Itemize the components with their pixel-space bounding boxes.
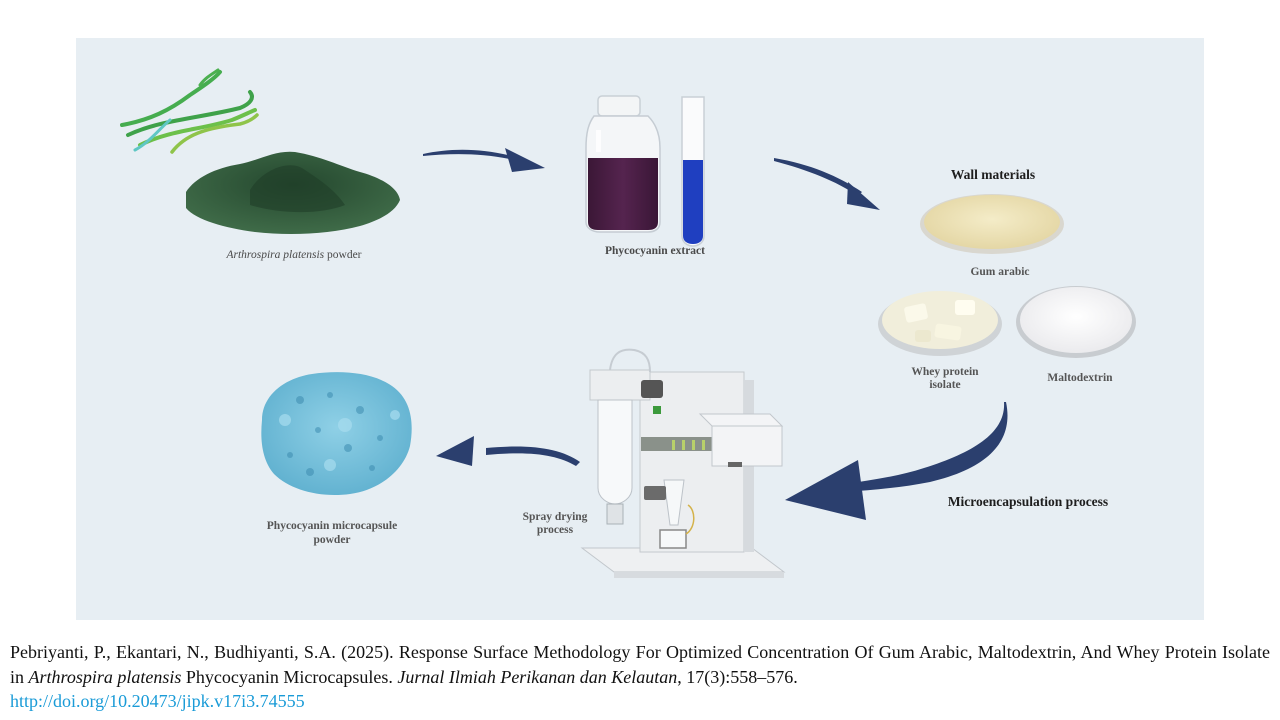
citation-volume-pages: , 17(3):558–576. bbox=[677, 666, 798, 687]
spray-dryer-icon bbox=[580, 348, 786, 578]
citation-title-end: Phycocyanin Microcapsules. bbox=[181, 666, 398, 687]
label-microencapsulation-process: Microencapsulation process bbox=[947, 494, 1109, 509]
citation-species: Arthrospira platensis bbox=[28, 666, 182, 687]
label-maltodextrin: Maltodextrin bbox=[1047, 372, 1113, 384]
arrow-to-microcapsule bbox=[436, 436, 580, 466]
gum-arabic-dish-icon bbox=[920, 194, 1064, 254]
doi-link[interactable]: http://doi.org/10.20473/jipk.v17i3.74555 bbox=[10, 691, 305, 711]
maltodextrin-dish-icon bbox=[1016, 286, 1136, 358]
extract-jar-icon bbox=[585, 95, 661, 233]
spirulina-filaments-icon bbox=[120, 68, 259, 154]
citation-journal: Jurnal Ilmiah Perikanan dan Kelautan bbox=[397, 666, 678, 687]
microcapsule-powder-icon bbox=[261, 372, 412, 496]
spirulina-powder-icon bbox=[186, 151, 400, 234]
test-tube-icon bbox=[681, 96, 705, 247]
label-phycocyanin-extract: Phycocyanin extract bbox=[605, 245, 705, 257]
citation-authors-title: Pebriyanti, P., Ekantari, N., Budhiyanti… bbox=[10, 642, 1270, 687]
arrow-microencapsulation bbox=[785, 402, 1008, 520]
heading-wall-materials: Wall materials bbox=[950, 167, 1036, 182]
citation: Pebriyanti, P., Ekantari, N., Budhiyanti… bbox=[10, 640, 1270, 714]
whey-protein-dish-icon bbox=[878, 291, 1002, 356]
label-arthrospira-powder: Arthrospira platensis powder bbox=[226, 249, 362, 261]
arrow-to-wall-materials bbox=[774, 158, 880, 210]
arrow-to-extract bbox=[423, 148, 545, 172]
label-gum-arabic: Gum arabic bbox=[970, 266, 1030, 278]
